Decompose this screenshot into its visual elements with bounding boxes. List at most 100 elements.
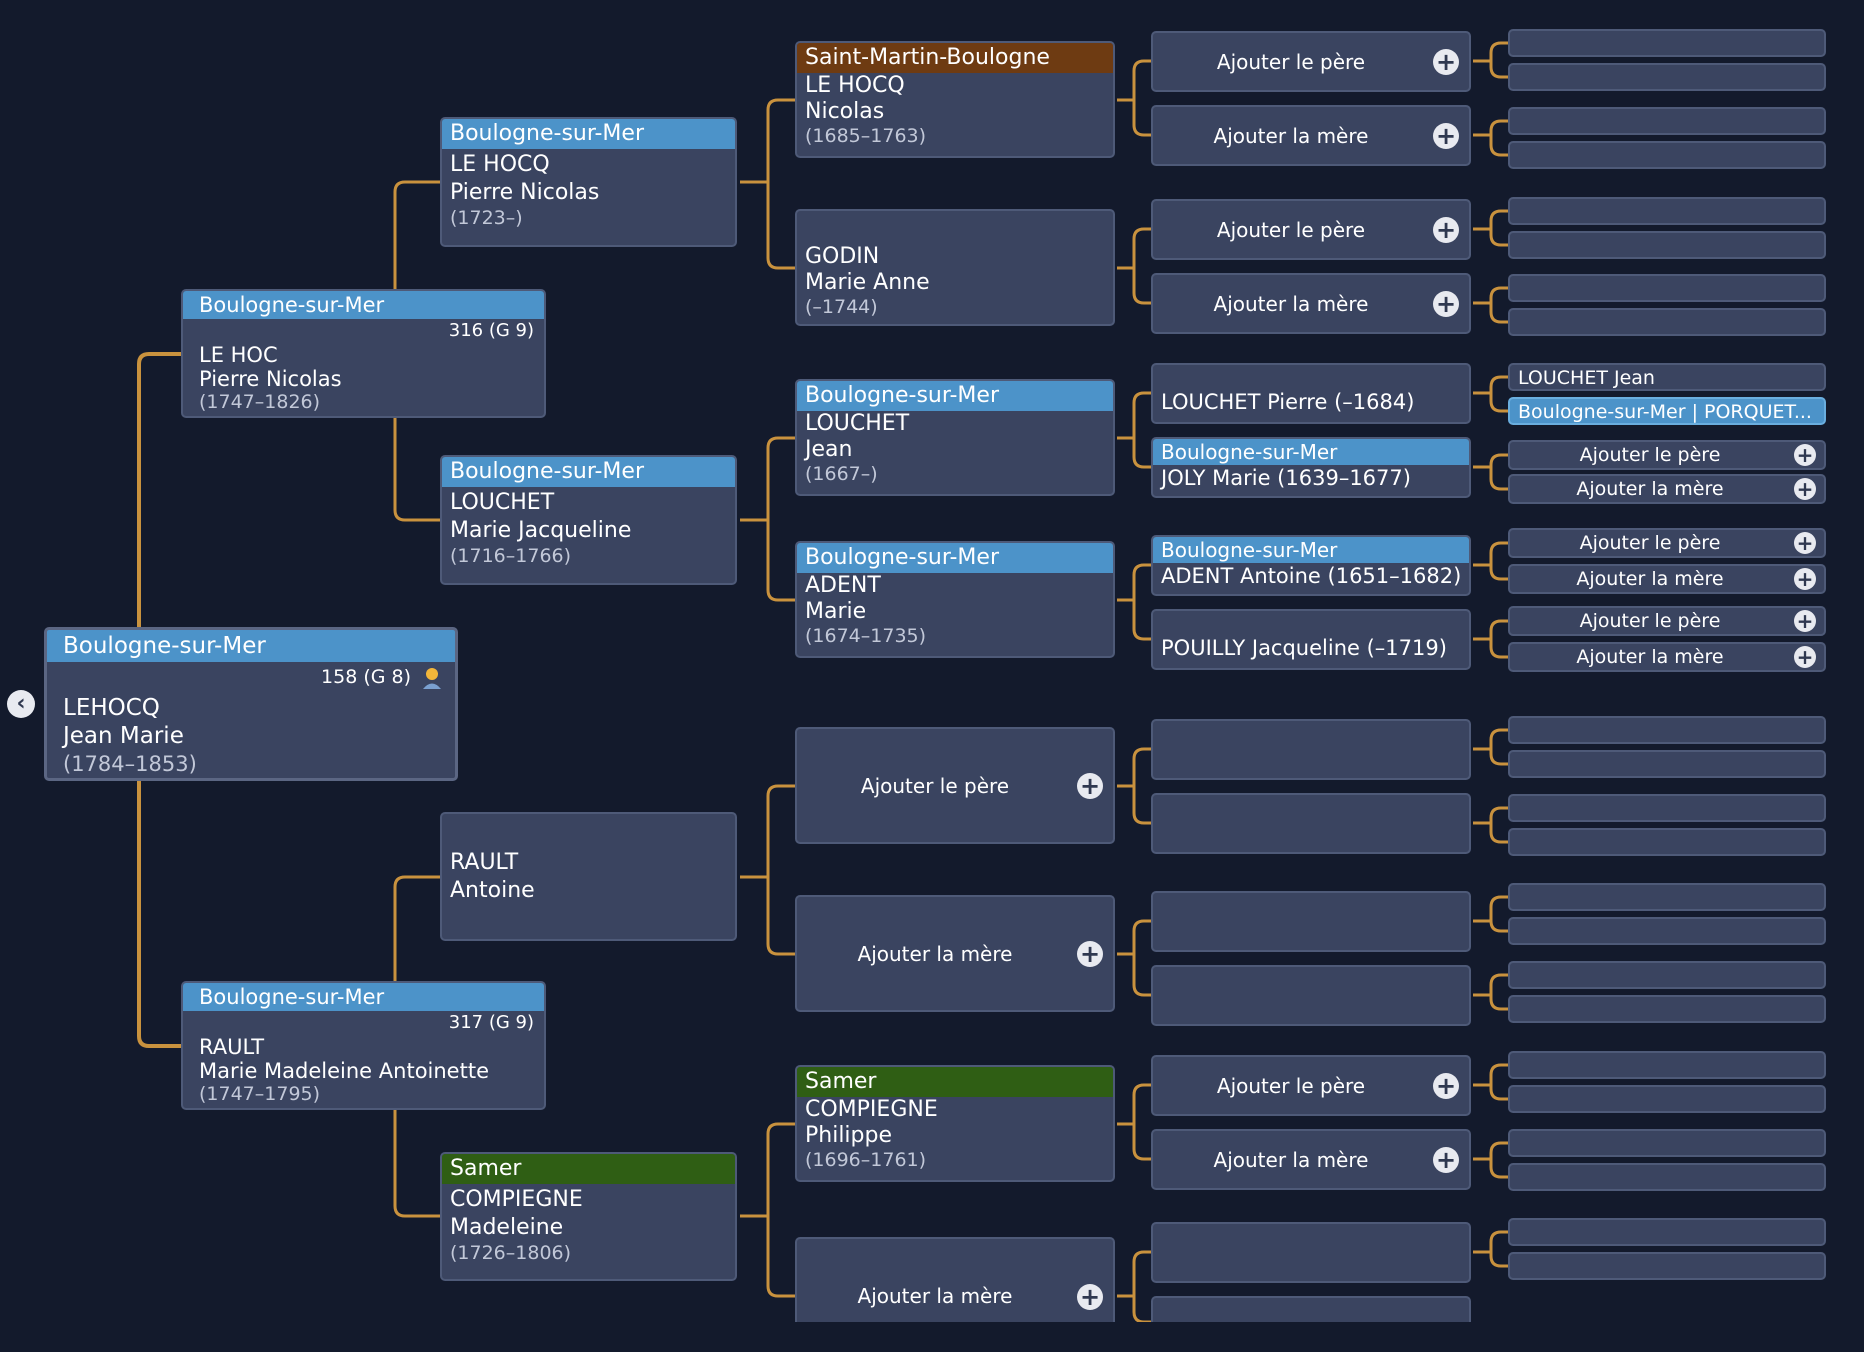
empty-slot[interactable] [1508, 750, 1826, 778]
birth-place: Boulogne-sur-Mer [47, 630, 455, 662]
empty-slot[interactable] [1151, 1296, 1471, 1322]
add-father-button[interactable]: Ajouter le père + [795, 727, 1115, 844]
empty-slot[interactable] [1151, 719, 1471, 780]
connector-line [1117, 391, 1151, 469]
connector-line [1473, 728, 1508, 766]
first-name: Philippe [805, 1123, 893, 1148]
empty-slot[interactable] [1508, 995, 1826, 1023]
empty-slot[interactable] [1151, 965, 1471, 1026]
add-father-button[interactable]: Ajouter le père+ [1151, 199, 1471, 260]
person-card-gen2-2[interactable]: Boulogne-sur-Mer LOUCHET Marie Jacquelin… [440, 455, 737, 585]
empty-slot[interactable] [1508, 1129, 1826, 1157]
add-mother-button[interactable]: Ajouter la mère+ [1508, 474, 1826, 504]
empty-slot[interactable] [1508, 107, 1826, 135]
add-father-label: Ajouter le père [1579, 532, 1721, 554]
empty-slot[interactable] [1151, 891, 1471, 952]
person-card-gen3-3[interactable]: Boulogne-sur-Mer LOUCHET Jean (1667–) [795, 379, 1115, 496]
empty-slot[interactable] [1508, 274, 1826, 302]
sosa-number: 317 (G 9) [448, 1012, 534, 1033]
empty-slot[interactable] [1508, 1163, 1826, 1191]
sosa-number: 158 (G 8) [321, 666, 411, 688]
birth-place: Boulogne-sur-Mer [442, 119, 735, 149]
add-father-button[interactable]: Ajouter le père + [1508, 528, 1826, 558]
last-name: LOUCHET [450, 490, 555, 515]
first-name: Jean [805, 437, 853, 462]
empty-slot[interactable] [1508, 917, 1826, 945]
person-card-gen5-1[interactable]: LOUCHET Jean [1508, 363, 1826, 391]
add-father-button[interactable]: Ajouter le père+ [1151, 1055, 1471, 1116]
person-card-gen2-1[interactable]: Boulogne-sur-Mer LE HOCQ Pierre Nicolas … [440, 117, 737, 247]
chevron-left-icon[interactable]: ‹ [7, 690, 35, 718]
add-father-button[interactable]: Ajouter le père+ [1508, 606, 1826, 636]
life-dates: (1716–1766) [450, 545, 572, 567]
person-name: ADENT Antoine (1651–1682) [1161, 564, 1462, 588]
first-name: Marie Madeleine Antoinette [199, 1059, 489, 1083]
person-card-gen4-3[interactable]: Boulogne-sur-Mer ADENT Antoine (1651–168… [1151, 535, 1471, 596]
last-name: LE HOCQ [450, 152, 550, 177]
empty-slot[interactable] [1508, 1051, 1826, 1079]
add-father-button[interactable]: Ajouter le père+ [1508, 440, 1826, 470]
add-mother-button[interactable]: Ajouter la mère + [795, 1237, 1115, 1322]
add-father-label: Ajouter le père [860, 773, 1010, 798]
empty-slot[interactable] [1508, 716, 1826, 744]
life-dates: (–1744) [805, 296, 878, 318]
empty-slot[interactable] [1508, 141, 1826, 169]
birth-place: Samer [442, 1154, 735, 1184]
life-dates: (1747–1795) [199, 1083, 321, 1105]
empty-slot[interactable] [1508, 794, 1826, 822]
empty-slot[interactable] [1508, 308, 1826, 336]
person-card-gen4-4[interactable]: POUILLY Jacqueline (–1719) [1151, 609, 1471, 670]
empty-slot[interactable] [1508, 197, 1826, 225]
last-name: COMPIEGNE [450, 1187, 583, 1212]
add-mother-button[interactable]: Ajouter la mère+ [1151, 273, 1471, 334]
empty-slot[interactable] [1151, 1222, 1471, 1283]
person-card-gen5-2[interactable]: Boulogne-sur-Mer | PORQUET... [1508, 397, 1826, 425]
connector-line [1473, 119, 1508, 157]
first-name: Pierre Nicolas [450, 180, 600, 205]
life-dates: (1674–1735) [805, 625, 927, 647]
add-father-label: Ajouter le père [1579, 444, 1721, 466]
person-card-gen3-1[interactable]: Saint-Martin-Boulogne LE HOCQ Nicolas (1… [795, 41, 1115, 158]
empty-slot[interactable] [1508, 1218, 1826, 1246]
person-card-gen2-3[interactable]: RAULT Antoine [440, 812, 737, 941]
person-card-mother[interactable]: Boulogne-sur-Mer 317 (G 9) RAULT Marie M… [181, 981, 546, 1110]
add-mother-button[interactable]: Ajouter la mère+ [1151, 1129, 1471, 1190]
empty-slot[interactable] [1151, 793, 1471, 854]
person-card-gen4-2[interactable]: Boulogne-sur-Mer JOLY Marie (1639–1677) [1151, 437, 1471, 498]
last-name: COMPIEGNE [805, 1097, 938, 1122]
empty-slot[interactable] [1508, 1252, 1826, 1280]
add-mother-button[interactable]: Ajouter la mère+ [1508, 642, 1826, 672]
person-card-gen3-4[interactable]: Boulogne-sur-Mer ADENT Marie (1674–1735) [795, 541, 1115, 658]
last-name: LE HOC [199, 343, 278, 367]
first-name: Marie [805, 599, 867, 624]
empty-slot[interactable] [1508, 883, 1826, 911]
empty-slot[interactable] [1508, 1085, 1826, 1113]
add-father-button[interactable]: Ajouter le père+ [1151, 31, 1471, 92]
empty-slot[interactable] [1508, 961, 1826, 989]
person-card-gen3-2[interactable]: GODIN Marie Anne (–1744) [795, 209, 1115, 326]
birth-place: Boulogne-sur-Mer [1153, 537, 1469, 563]
birth-place: Saint-Martin-Boulogne [797, 43, 1113, 73]
plus-circle-icon: + [1794, 532, 1816, 554]
connector-line [1473, 375, 1508, 413]
empty-slot[interactable] [1508, 63, 1826, 91]
person-card-gen3-5[interactable]: Samer COMPIEGNE Philippe (1696–1761) [795, 1065, 1115, 1182]
add-mother-button[interactable]: Ajouter la mère+ [1151, 105, 1471, 166]
last-name: LE HOCQ [805, 73, 905, 98]
connector-line [1473, 1141, 1508, 1179]
person-card-gen4-1[interactable]: LOUCHET Pierre (–1684) [1151, 363, 1471, 424]
empty-slot[interactable] [1508, 828, 1826, 856]
person-card-root[interactable]: Boulogne-sur-Mer 158 (G 8) LEHOCQ Jean M… [44, 627, 458, 781]
life-dates: (1723–) [450, 207, 523, 229]
empty-slot[interactable] [1508, 231, 1826, 259]
birth-place: Boulogne-sur-Mer [442, 457, 735, 487]
connector-line [1473, 619, 1508, 659]
person-card-gen2-4[interactable]: Samer COMPIEGNE Madeleine (1726–1806) [440, 1152, 737, 1281]
connector-line [1117, 227, 1151, 305]
empty-slot[interactable] [1508, 29, 1826, 57]
add-mother-button[interactable]: Ajouter la mère+ [1508, 564, 1826, 594]
person-icon [423, 668, 441, 689]
person-card-father[interactable]: Boulogne-sur-Mer 316 (G 9) LE HOC Pierre… [181, 289, 546, 418]
add-mother-label: Ajouter la mère [1213, 123, 1369, 148]
add-mother-button[interactable]: Ajouter la mère + [795, 895, 1115, 1012]
